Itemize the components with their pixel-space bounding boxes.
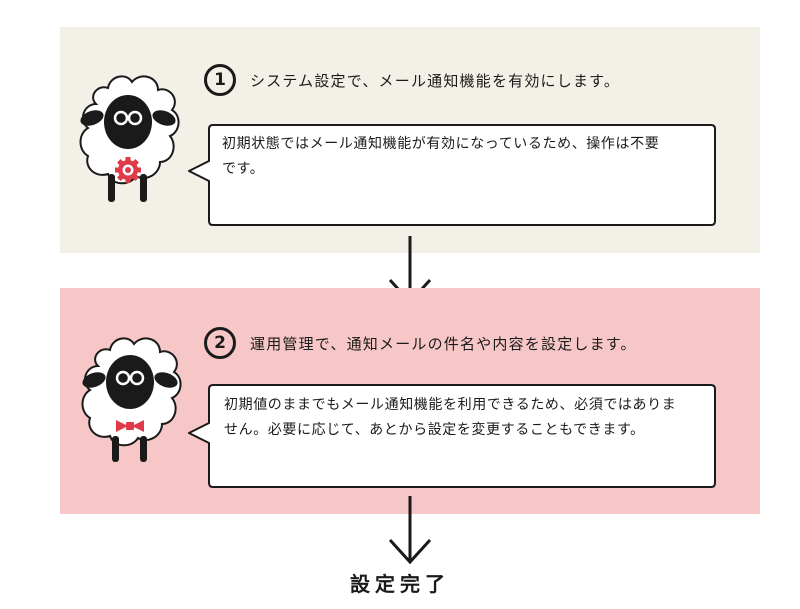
step1-speech-bubble bbox=[188, 124, 716, 226]
step1-header: 1 システム設定で、メール通知機能を有効にします。 bbox=[204, 63, 620, 97]
step2-note: 初期値のままでもメール通知機能を利用できるため、必須ではありま せん。必要に応じ… bbox=[224, 393, 704, 443]
step2-speech-bubble bbox=[188, 384, 716, 488]
step2-note-line: せん。必要に応じて、あとから設定を変更することもできます。 bbox=[224, 422, 645, 438]
sheep-with-gear-icon bbox=[79, 75, 180, 202]
step1-note-line: 初期状態ではメール通知機能が有効になっているため、操作は不要 bbox=[222, 136, 660, 152]
step1-note-line: です。 bbox=[222, 161, 265, 177]
step2-number: 2 bbox=[204, 327, 236, 359]
step2-note-line: 初期値のままでもメール通知機能を利用できるため、必須ではありま bbox=[224, 397, 677, 413]
step1-number: 1 bbox=[204, 64, 236, 96]
setup-complete-label: 設定完了 bbox=[350, 572, 450, 596]
step1-title: システム設定で、メール通知機能を有効にします。 bbox=[250, 71, 621, 90]
down-arrow-icon bbox=[388, 496, 432, 565]
step2-header: 2 運用管理で、通知メールの件名や内容を設定します。 bbox=[204, 326, 637, 360]
step1-note: 初期状態ではメール通知機能が有効になっているため、操作は不要 です。 bbox=[222, 132, 702, 182]
step2-title: 運用管理で、通知メールの件名や内容を設定します。 bbox=[250, 334, 637, 353]
sheep-with-bowtie-icon bbox=[81, 337, 182, 462]
